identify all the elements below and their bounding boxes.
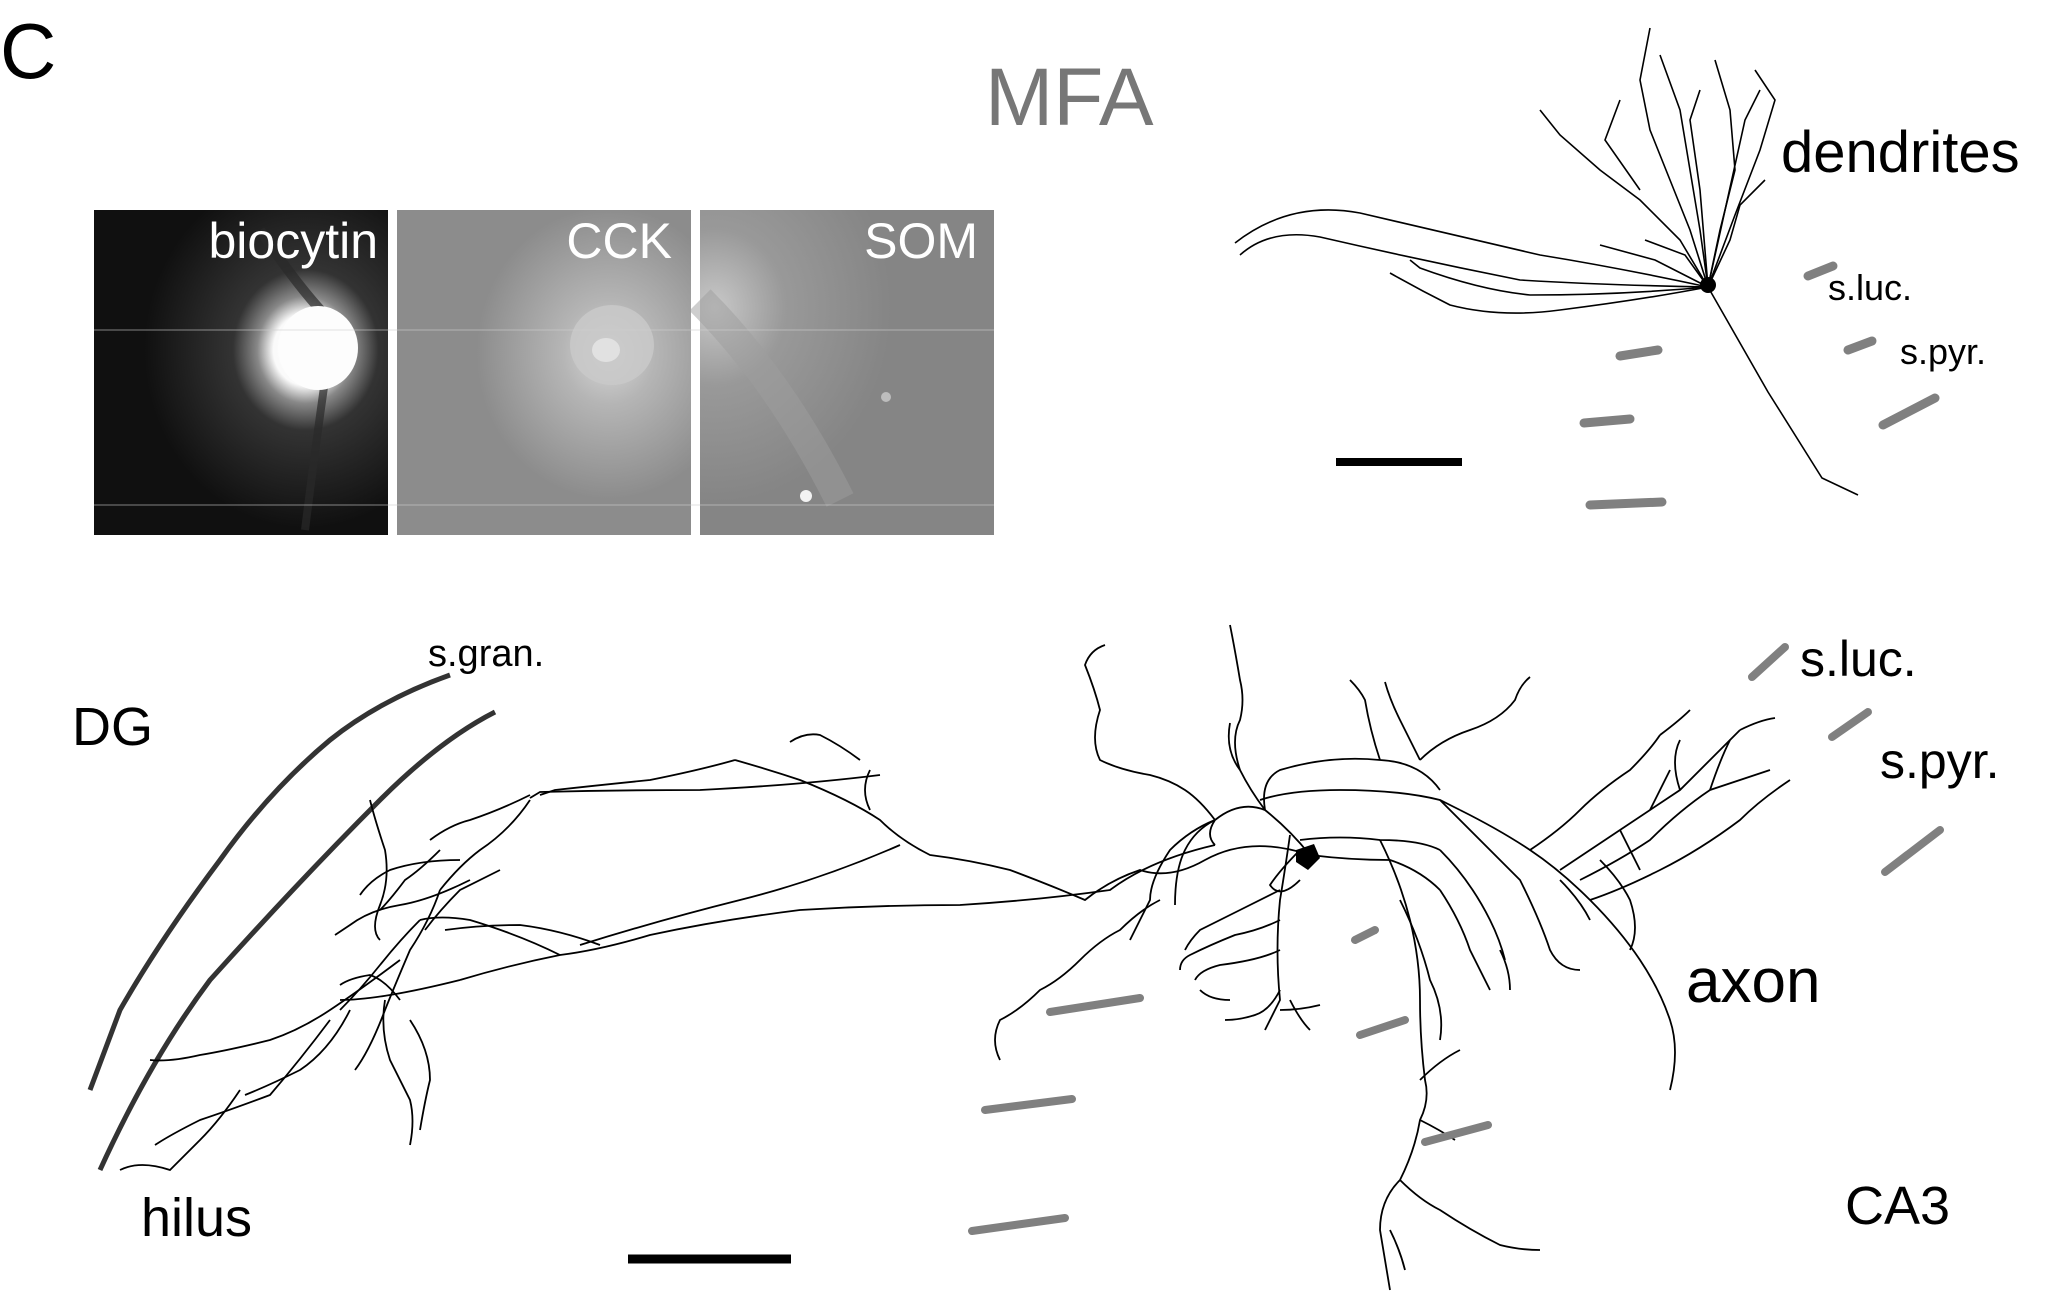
panel-letter: C: [0, 7, 56, 95]
label-axon-s-luc: s.luc.: [1800, 631, 1917, 687]
micrograph-label-biocytin: biocytin: [208, 213, 378, 269]
micrograph-label-cck: CCK: [566, 213, 672, 269]
soma-dendrite-panel: [1700, 277, 1716, 293]
axon-layer-markers: [968, 643, 1944, 1235]
label-axon-s-pyr: s.pyr.: [1880, 733, 1999, 789]
label-dendrite-s-luc: s.luc.: [1828, 267, 1912, 308]
micrograph-som: SOM: [689, 210, 994, 535]
label-dendrite-s-pyr: s.pyr.: [1900, 331, 1986, 372]
figure-title: MFA: [985, 52, 1154, 143]
micrograph-biocytin: biocytin: [94, 210, 388, 535]
label-ca3: CA3: [1845, 1176, 1950, 1236]
label-dendrites: dendrites: [1781, 120, 2020, 185]
dendrite-layer-markers: [1579, 261, 1940, 510]
axon-reconstruction: [119, 624, 1791, 1291]
label-dg: DG: [72, 697, 153, 757]
granule-cell-layer-lines: [87, 672, 497, 1172]
micrograph-label-som: SOM: [864, 213, 978, 269]
micrograph-cck: CCK: [397, 210, 691, 535]
label-hilus: hilus: [141, 1188, 252, 1248]
dendrite-reconstruction: [1234, 27, 1859, 496]
label-s-gran: s.gran.: [428, 633, 544, 675]
label-axon: axon: [1686, 947, 1820, 1016]
soma-axon-panel: [1296, 844, 1320, 870]
